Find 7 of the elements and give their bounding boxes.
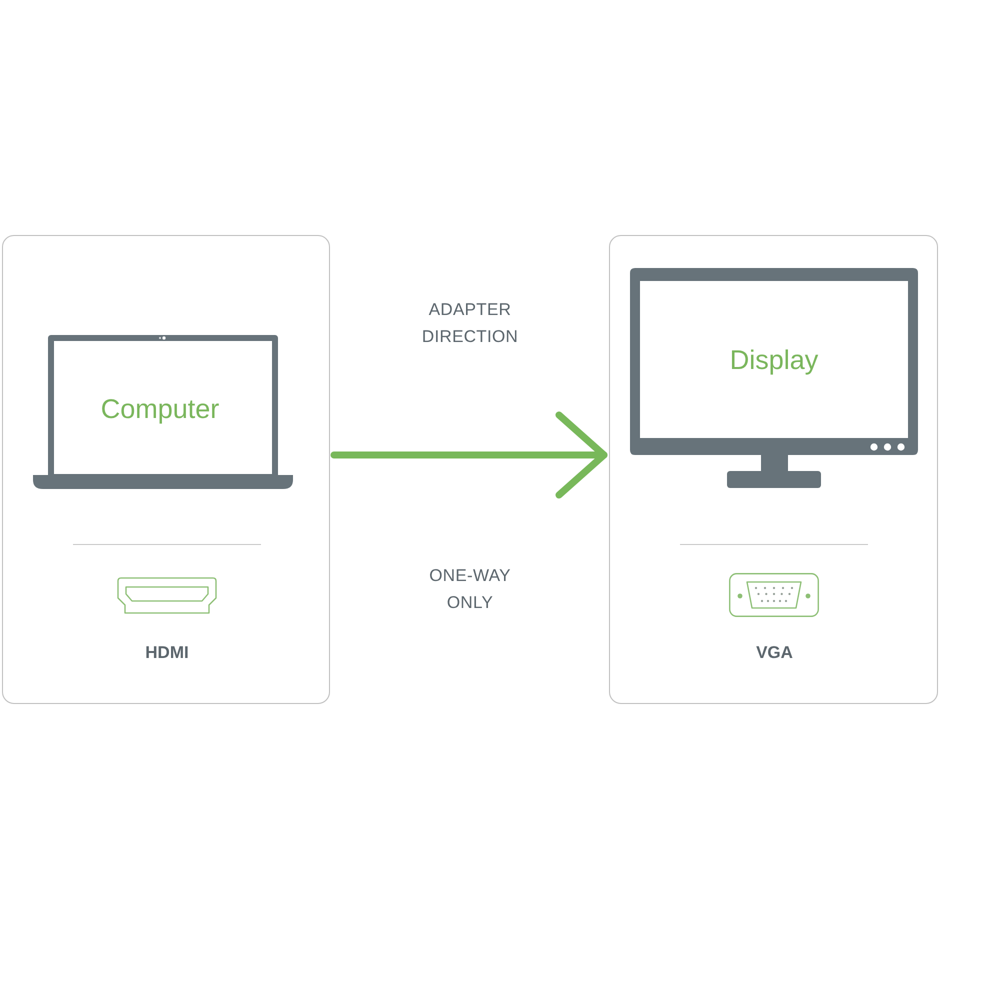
device-card xyxy=(609,235,938,704)
caption-text: ONE-WAY ONLY xyxy=(428,565,512,614)
screen-label: Display xyxy=(730,344,818,376)
caption-text: ADAPTER DIRECTION xyxy=(420,299,520,348)
port-label: HDMI xyxy=(145,642,189,664)
port-label: VGA xyxy=(756,642,793,664)
arrow xyxy=(330,412,608,498)
